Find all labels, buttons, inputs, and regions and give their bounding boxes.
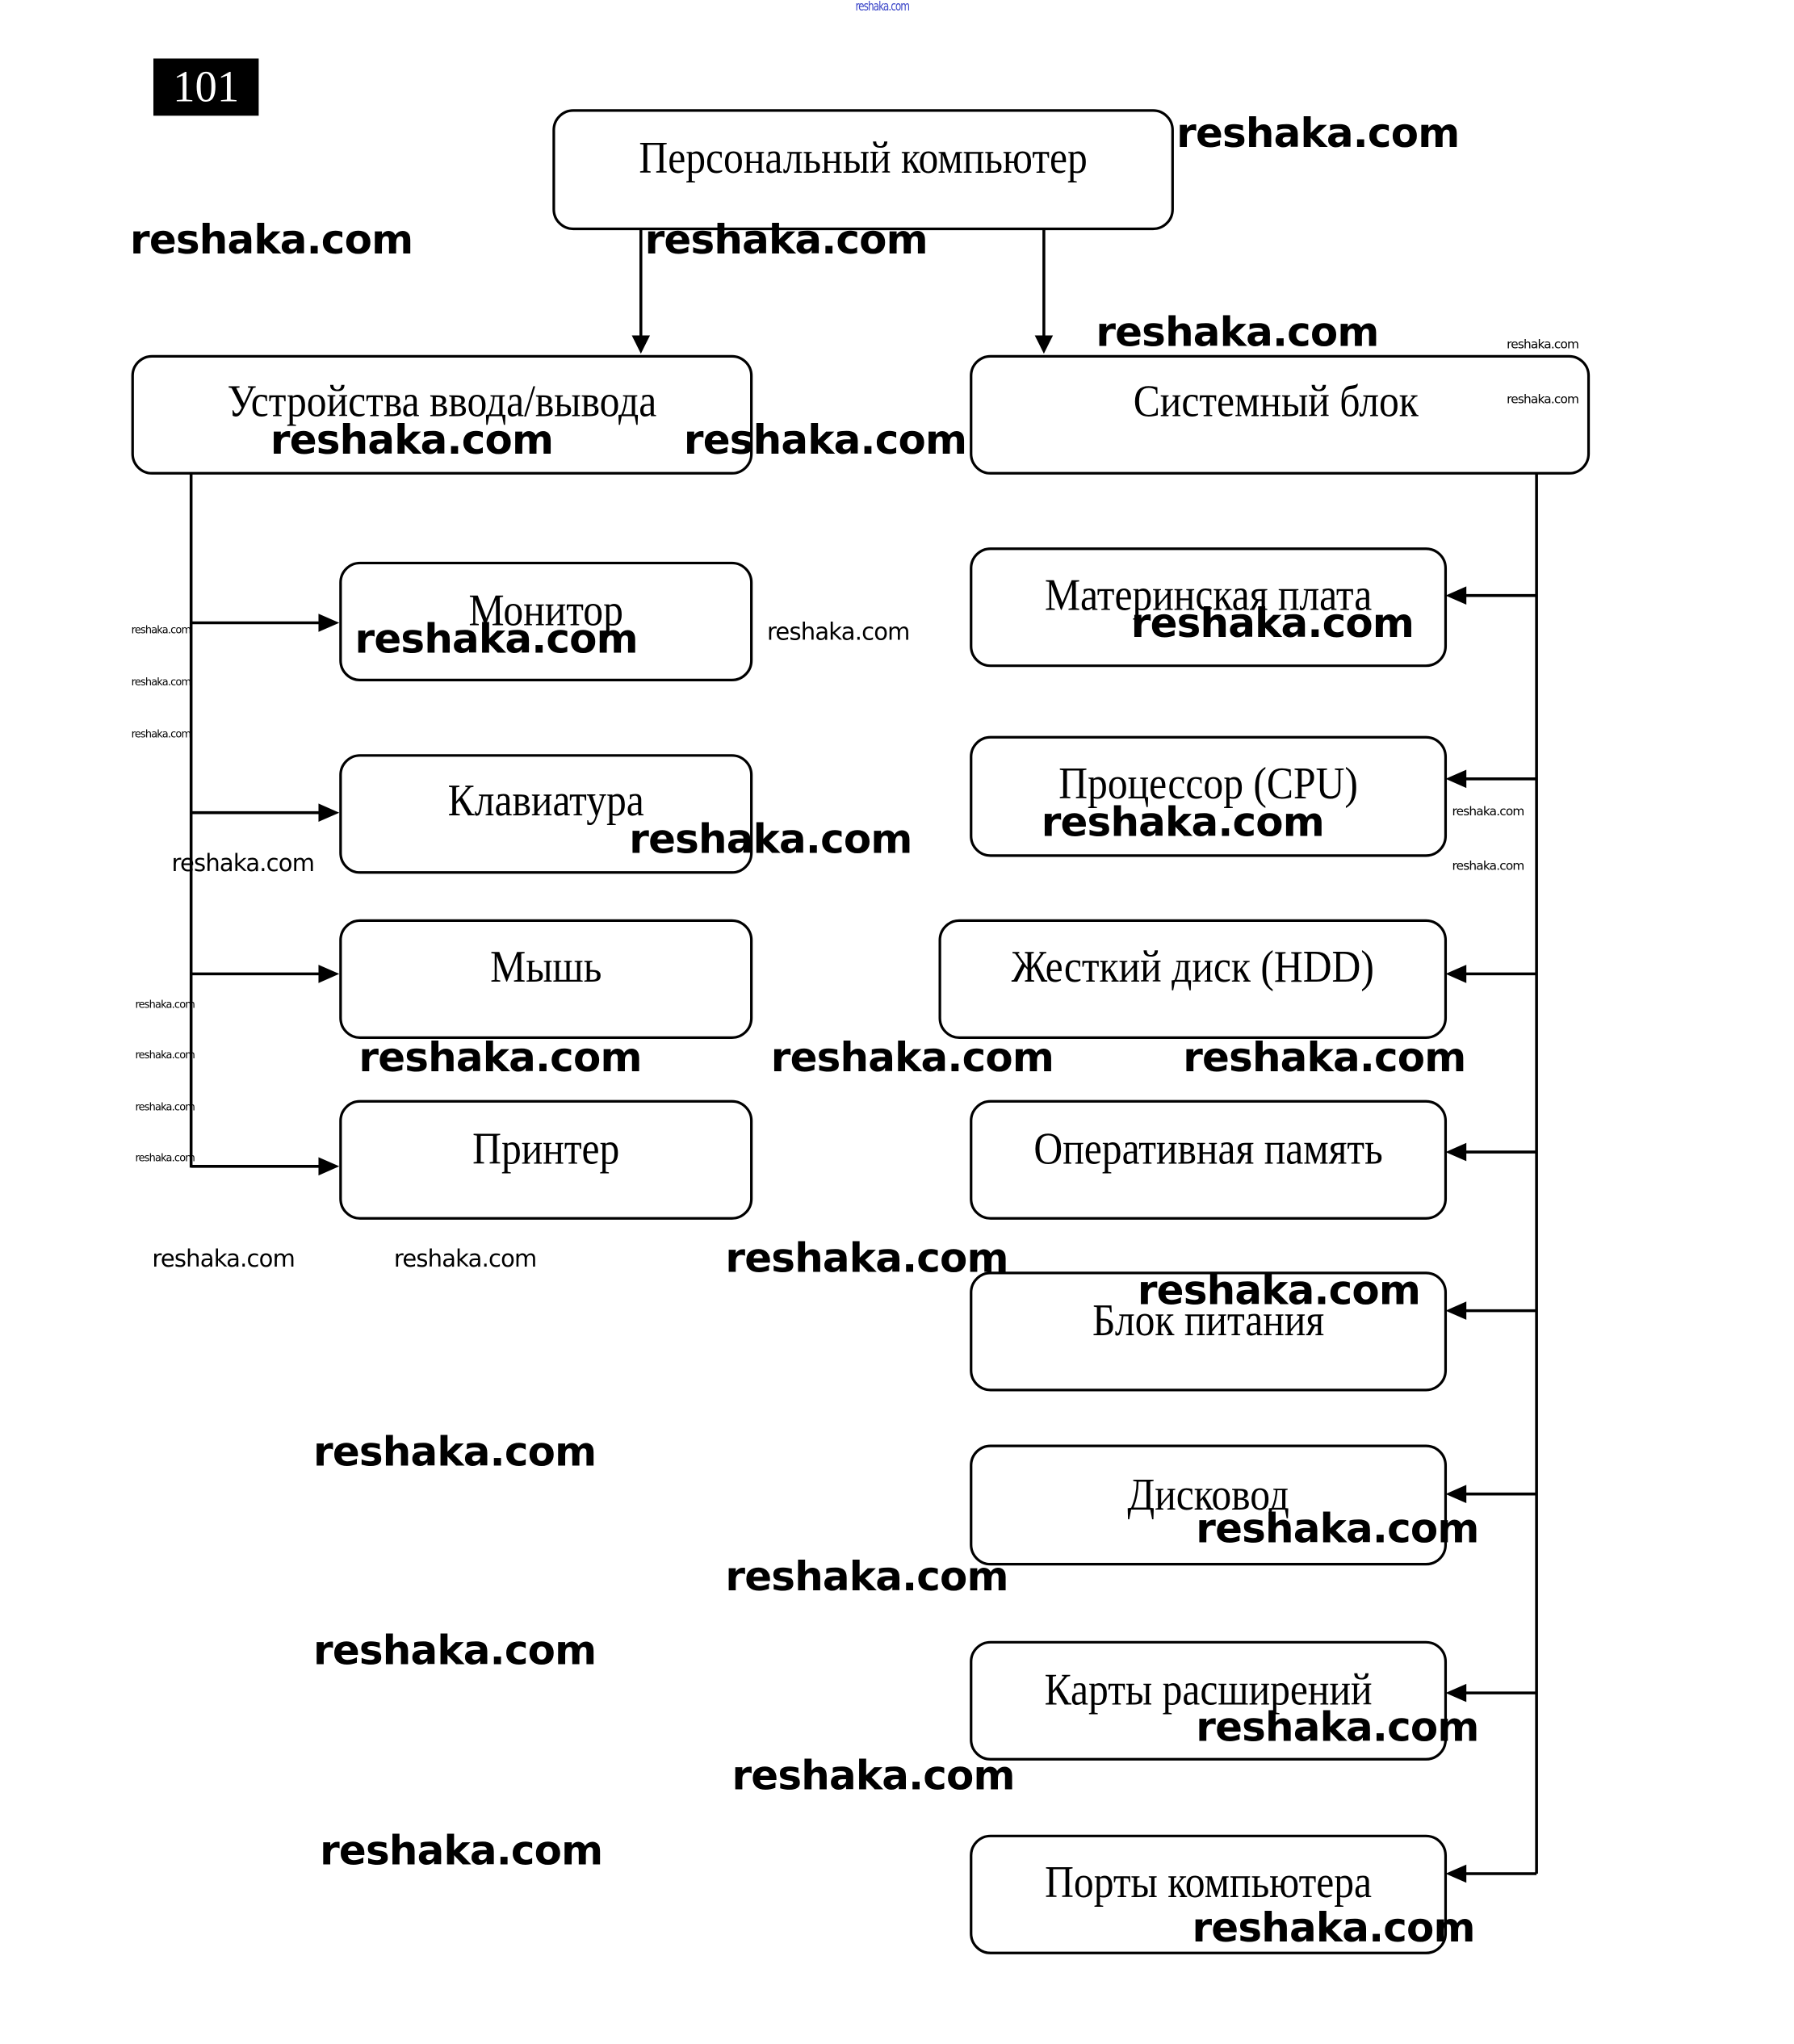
watermark: reshaka.com [313, 1627, 597, 1675]
node-label: Системный блок [1133, 375, 1419, 427]
node-hdd: Жесткий диск (HDD) [938, 919, 1448, 1039]
watermark: reshaka.com [644, 216, 928, 264]
arrowhead-down-io [631, 335, 651, 354]
node-label: Процессор (CPU) [1058, 758, 1358, 809]
arrowhead-ports [1445, 1864, 1467, 1883]
watermark: reshaka.com [1452, 859, 1524, 874]
arrowhead-motherboard [1445, 586, 1467, 605]
node-label: Персональный компьютер [639, 132, 1088, 184]
watermark: reshaka.com [393, 1246, 537, 1273]
watermark: reshaka.com [152, 1246, 296, 1273]
node-label: Материнская плата [1044, 569, 1373, 621]
arrowhead-ram [1445, 1142, 1467, 1162]
watermark: reshaka.com [629, 816, 912, 864]
node-printer: Принтер [339, 1099, 753, 1220]
arrowhead-monitor [318, 614, 340, 632]
node-mouse: Мышь [339, 919, 753, 1039]
watermark: reshaka.com [320, 1828, 603, 1875]
watermark: reshaka.com [725, 1235, 1008, 1283]
node-label: Жесткий диск (HDD) [1011, 941, 1374, 992]
watermark: reshaka.com [135, 999, 195, 1011]
watermark: reshaka.com [1176, 110, 1460, 157]
node-disk-drive: Дисковод [970, 1444, 1448, 1566]
arrowhead-drive [1445, 1485, 1467, 1503]
header-watermark: reshaka.com [855, 0, 910, 15]
watermark: reshaka.com [313, 1429, 597, 1476]
node-label: Блок питания [1092, 1295, 1325, 1347]
node-expansion-cards: Карты расширений [970, 1640, 1448, 1761]
node-motherboard: Материнская плата [970, 547, 1448, 668]
watermark: reshaka.com [135, 1049, 195, 1062]
watermark: reshaka.com [354, 616, 639, 664]
watermark: reshaka.com [1041, 799, 1325, 847]
arrowhead-printer [318, 1157, 340, 1176]
node-label: Монитор [468, 584, 623, 636]
node-keyboard: Клавиатура [339, 754, 753, 874]
node-label: Принтер [472, 1123, 620, 1175]
watermark: reshaka.com [683, 417, 967, 465]
node-label: Мышь [490, 941, 602, 992]
node-computer-ports: Порты компьютера [970, 1834, 1448, 1954]
watermark: reshaka.com [358, 1035, 642, 1083]
node-ram: Оперативная память [970, 1099, 1448, 1220]
watermark: reshaka.com [1507, 392, 1579, 408]
arrowhead-mouse [318, 965, 340, 983]
node-monitor: Монитор [339, 561, 753, 682]
arrowhead-cpu [1445, 769, 1467, 789]
arrowhead-hdd [1445, 965, 1467, 983]
page-number-badge: 101 [153, 58, 259, 116]
watermark: reshaka.com [1096, 309, 1379, 357]
watermark: reshaka.com [1183, 1035, 1466, 1083]
arrowhead-down-sys [1034, 335, 1054, 354]
watermark: reshaka.com [135, 1101, 195, 1113]
watermark: reshaka.com [1192, 1904, 1475, 1952]
node-system-unit: Системный блок [970, 354, 1591, 475]
watermark: reshaka.com [131, 727, 191, 740]
watermark: reshaka.com [1452, 805, 1524, 819]
watermark: reshaka.com [131, 624, 191, 636]
watermark: reshaka.com [270, 417, 554, 465]
watermark: reshaka.com [171, 850, 315, 878]
watermark: reshaka.com [1196, 1704, 1479, 1752]
watermark: reshaka.com [1196, 1506, 1479, 1553]
node-io-devices: Устройства ввода/вывода [131, 354, 753, 475]
node-label: Порты компьютера [1045, 1857, 1373, 1908]
watermark: reshaka.com [731, 1753, 1015, 1800]
node-power-supply: Блок питания [970, 1271, 1448, 1392]
node-label: Дисковод [1127, 1469, 1289, 1520]
node-personal-computer: Персональный компьютер [552, 109, 1174, 231]
watermark: reshaka.com [725, 1553, 1008, 1601]
node-label: Устройства ввода/вывода [227, 375, 657, 427]
watermark: reshaka.com [135, 1152, 195, 1164]
watermark: reshaka.com [1130, 601, 1415, 648]
watermark: reshaka.com [770, 1035, 1054, 1083]
watermark: reshaka.com [131, 676, 191, 689]
node-label: Оперативная память [1033, 1123, 1383, 1175]
watermark: reshaka.com [1507, 337, 1579, 353]
arrowhead-psu [1445, 1301, 1467, 1320]
watermark: reshaka.com [130, 216, 413, 264]
watermark: reshaka.com [766, 618, 910, 647]
node-label: Клавиатура [447, 774, 644, 826]
node-cpu: Процессор (CPU) [970, 735, 1448, 857]
arrowhead-keyboard [318, 803, 340, 822]
arrowhead-cards [1445, 1683, 1467, 1703]
node-label: Карты расширений [1044, 1664, 1373, 1715]
watermark: reshaka.com [1137, 1267, 1421, 1315]
